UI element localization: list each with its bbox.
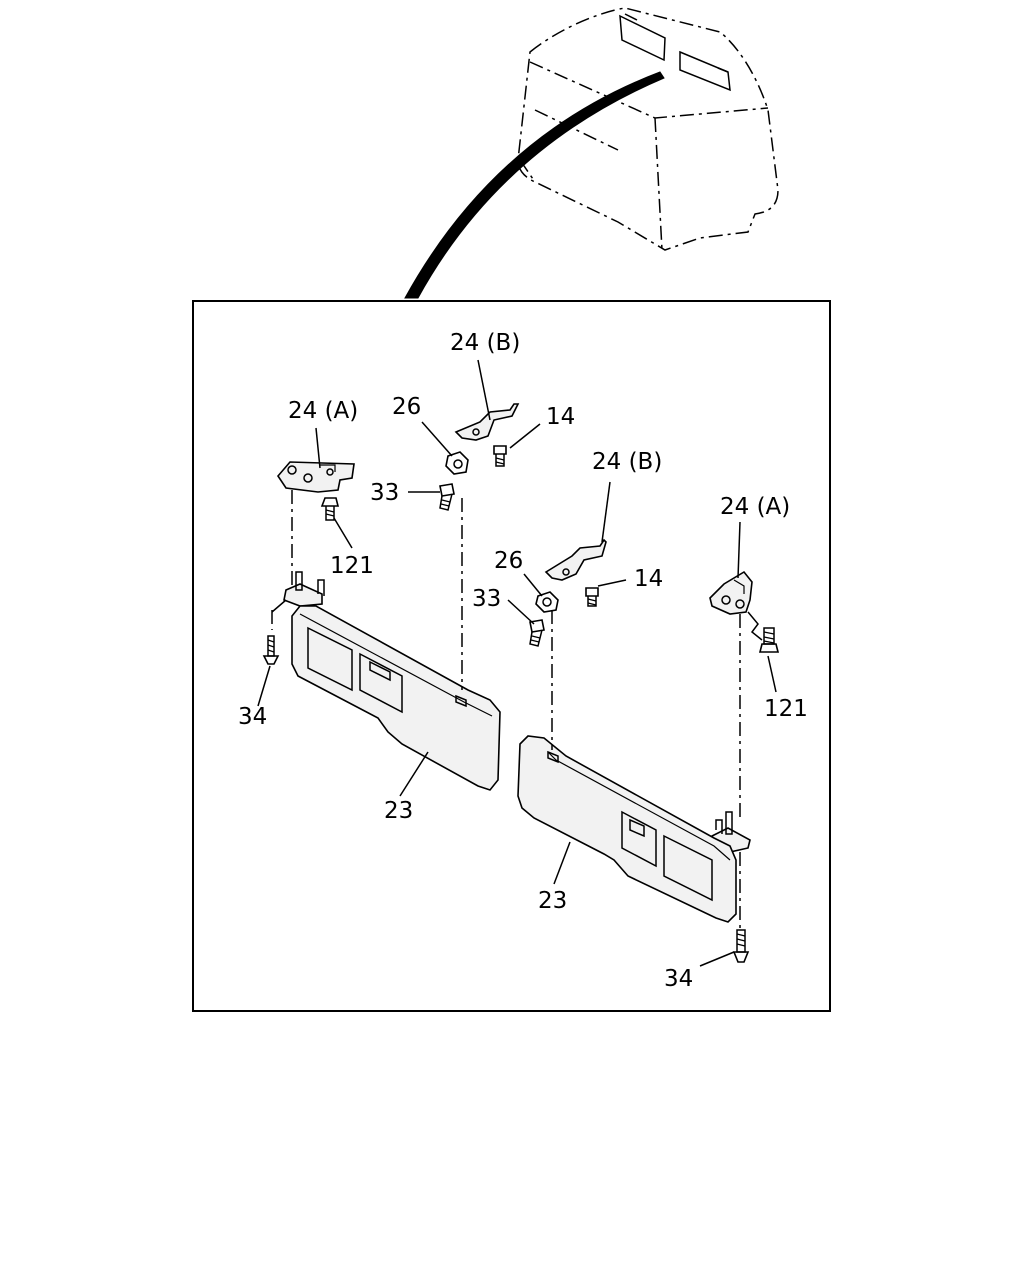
screw-34-right	[732, 929, 750, 963]
callout-24b-upper-left: 24 (B)	[450, 330, 520, 356]
callout-24a-right: 24 (A)	[720, 494, 790, 520]
callout-14-left: 14	[546, 404, 575, 430]
bracket-24b-left	[454, 403, 520, 441]
vehicle-cab-overview	[517, 7, 779, 251]
visor-23-left	[291, 605, 501, 791]
screw-121-left	[320, 497, 340, 521]
callout-26-left: 26	[392, 394, 421, 420]
callout-14-right: 14	[634, 566, 663, 592]
screw-33-right	[529, 619, 545, 647]
leader-lines	[257, 359, 777, 967]
callout-121-right: 121	[764, 696, 808, 722]
left-visor-assembly	[262, 403, 520, 791]
clip-26-left	[445, 451, 469, 475]
callout-24a-upper-left: 24 (A)	[288, 398, 358, 424]
bracket-24b-right	[544, 538, 607, 581]
callout-33-left: 33	[370, 480, 399, 506]
callout-23-left: 23	[384, 798, 413, 824]
screw-14-left	[493, 445, 507, 467]
zoom-leader-sweep	[404, 71, 665, 299]
visor-23-right	[517, 735, 737, 923]
right-visor-assembly	[517, 538, 780, 963]
callout-33-right: 33	[472, 586, 501, 612]
screw-34-left	[262, 635, 280, 665]
detail-frame	[192, 300, 831, 1012]
screw-14-right	[585, 587, 599, 607]
screw-121-right	[758, 627, 780, 653]
screw-33-left	[439, 483, 455, 511]
callout-121-left: 121	[330, 553, 374, 579]
callout-23-right: 23	[538, 888, 567, 914]
bracket-24a-right	[709, 570, 753, 615]
callout-24b-right: 24 (B)	[592, 449, 662, 475]
callout-26-right: 26	[494, 548, 523, 574]
callout-34-left: 34	[238, 704, 267, 730]
callout-34-right: 34	[664, 966, 693, 992]
clip-26-right	[535, 591, 559, 613]
callout-labels: 24 (B) 24 (A) 26 14 33 121 24 (B) 24 (A)…	[238, 330, 808, 992]
